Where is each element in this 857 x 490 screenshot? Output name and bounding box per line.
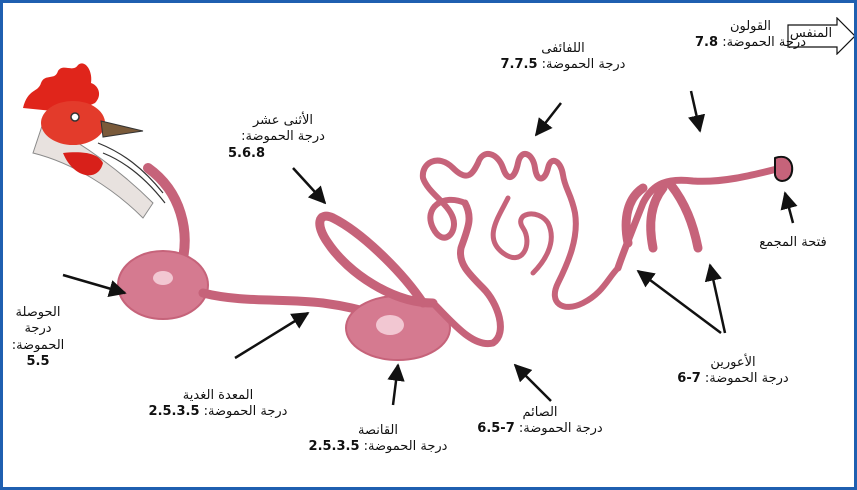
jejunum-ph-label: درجة الحموضة: (519, 421, 603, 436)
gizzard-name: القانصة (303, 423, 453, 439)
gizzard-ph: درجة الحموضة: 2.5.3.5 (303, 439, 453, 455)
duodenum-ph-value: 5.6.8 (228, 146, 338, 162)
arrow-duodenum (293, 168, 325, 203)
digestive-tract (118, 154, 792, 360)
crop-name: الحوصلة (3, 305, 73, 321)
cecum-right (671, 185, 698, 248)
ceca-ph-label: درجة الحموضة: (705, 371, 789, 386)
label-crop: الحوصلة درجة الحموضة: 5.5 (3, 305, 73, 370)
jejunum-name: الصائم (465, 405, 615, 421)
chicken-beak (101, 121, 143, 137)
label-ileum: اللفائفى درجة الحموضة: 7.7.5 (478, 41, 648, 74)
label-gizzard: القانصة درجة الحموضة: 2.5.3.5 (303, 423, 453, 456)
arrow-crop (63, 275, 125, 293)
chicken-head-illustration (23, 63, 165, 218)
crop-ph-value: 5.5 (3, 354, 73, 370)
proventriculus-ph: درجة الحموضة: 2.5.3.5 (143, 404, 293, 420)
chicken-face (41, 101, 105, 145)
ceca-ph-value: 6-7 (677, 371, 701, 386)
label-cloaca: فتحة المجمع (743, 235, 843, 251)
colon-name: القولون (668, 19, 833, 35)
arrow-cecum-left (638, 271, 721, 333)
label-proventriculus: المعدة الغدية درجة الحموضة: 2.5.3.5 (143, 388, 293, 421)
arrow-cloaca (785, 193, 793, 223)
proventriculus-name: المعدة الغدية (143, 388, 293, 404)
cloaca-name: فتحة المجمع (743, 235, 843, 251)
colon (618, 168, 781, 268)
label-duodenum: الأثنى عشر درجة الحموضة: 5.6.8 (228, 113, 338, 162)
arrow-proventriculus (235, 313, 308, 358)
ileum-secondary-coil (493, 198, 551, 273)
arrow-cecum-right (710, 265, 725, 333)
gizzard-ph-value: 2.5.3.5 (309, 439, 360, 454)
label-jejunum: الصائم درجة الحموضة: 6.5-7 (465, 405, 615, 438)
proventriculus-ph-label: درجة الحموضة: (204, 404, 288, 419)
label-colon: القولون درجة الحموضة: 7.8 (668, 19, 833, 52)
label-ceca: الأعورين درجة الحموضة: 6-7 (658, 355, 808, 388)
ceca-name: الأعورين (658, 355, 808, 371)
colon-ph-value: 7.8 (695, 35, 718, 50)
jejunum-ph-value: 6.5-7 (477, 421, 514, 436)
cloaca (775, 157, 792, 181)
ileum-ph-label: درجة الحموضة: (542, 57, 626, 72)
crop-ph-label: درجة الحموضة: (3, 321, 73, 354)
ileum-ph: درجة الحموضة: 7.7.5 (478, 57, 648, 73)
chicken-eye (71, 113, 79, 121)
ileum (423, 154, 618, 307)
arrow-gizzard (393, 365, 398, 405)
ceca-ph: درجة الحموضة: 6-7 (658, 371, 808, 387)
duodenum-name: الأثنى عشر (228, 113, 338, 129)
arrow-ileum (536, 103, 561, 135)
arrow-jejunum (515, 365, 551, 401)
proventriculus-ph-value: 2.5.3.5 (149, 404, 200, 419)
duodenum-ph-label: درجة الحموضة: (228, 129, 338, 145)
crop-highlight (153, 271, 173, 285)
ileum-name: اللفائفى (478, 41, 648, 57)
gizzard-ph-label: درجة الحموضة: (364, 439, 448, 454)
jejunum-ph: درجة الحموضة: 6.5-7 (465, 421, 615, 437)
colon-ph-label: درجة الحموضة: (722, 35, 806, 50)
gizzard-highlight (376, 315, 404, 335)
duodenum (320, 216, 433, 303)
cecum-middle (651, 188, 663, 248)
ileum-ph-value: 7.7.5 (501, 57, 538, 72)
digestive-tract-diagram (3, 3, 854, 487)
arrow-colon (691, 91, 700, 131)
colon-ph: درجة الحموضة: 7.8 (668, 35, 833, 51)
